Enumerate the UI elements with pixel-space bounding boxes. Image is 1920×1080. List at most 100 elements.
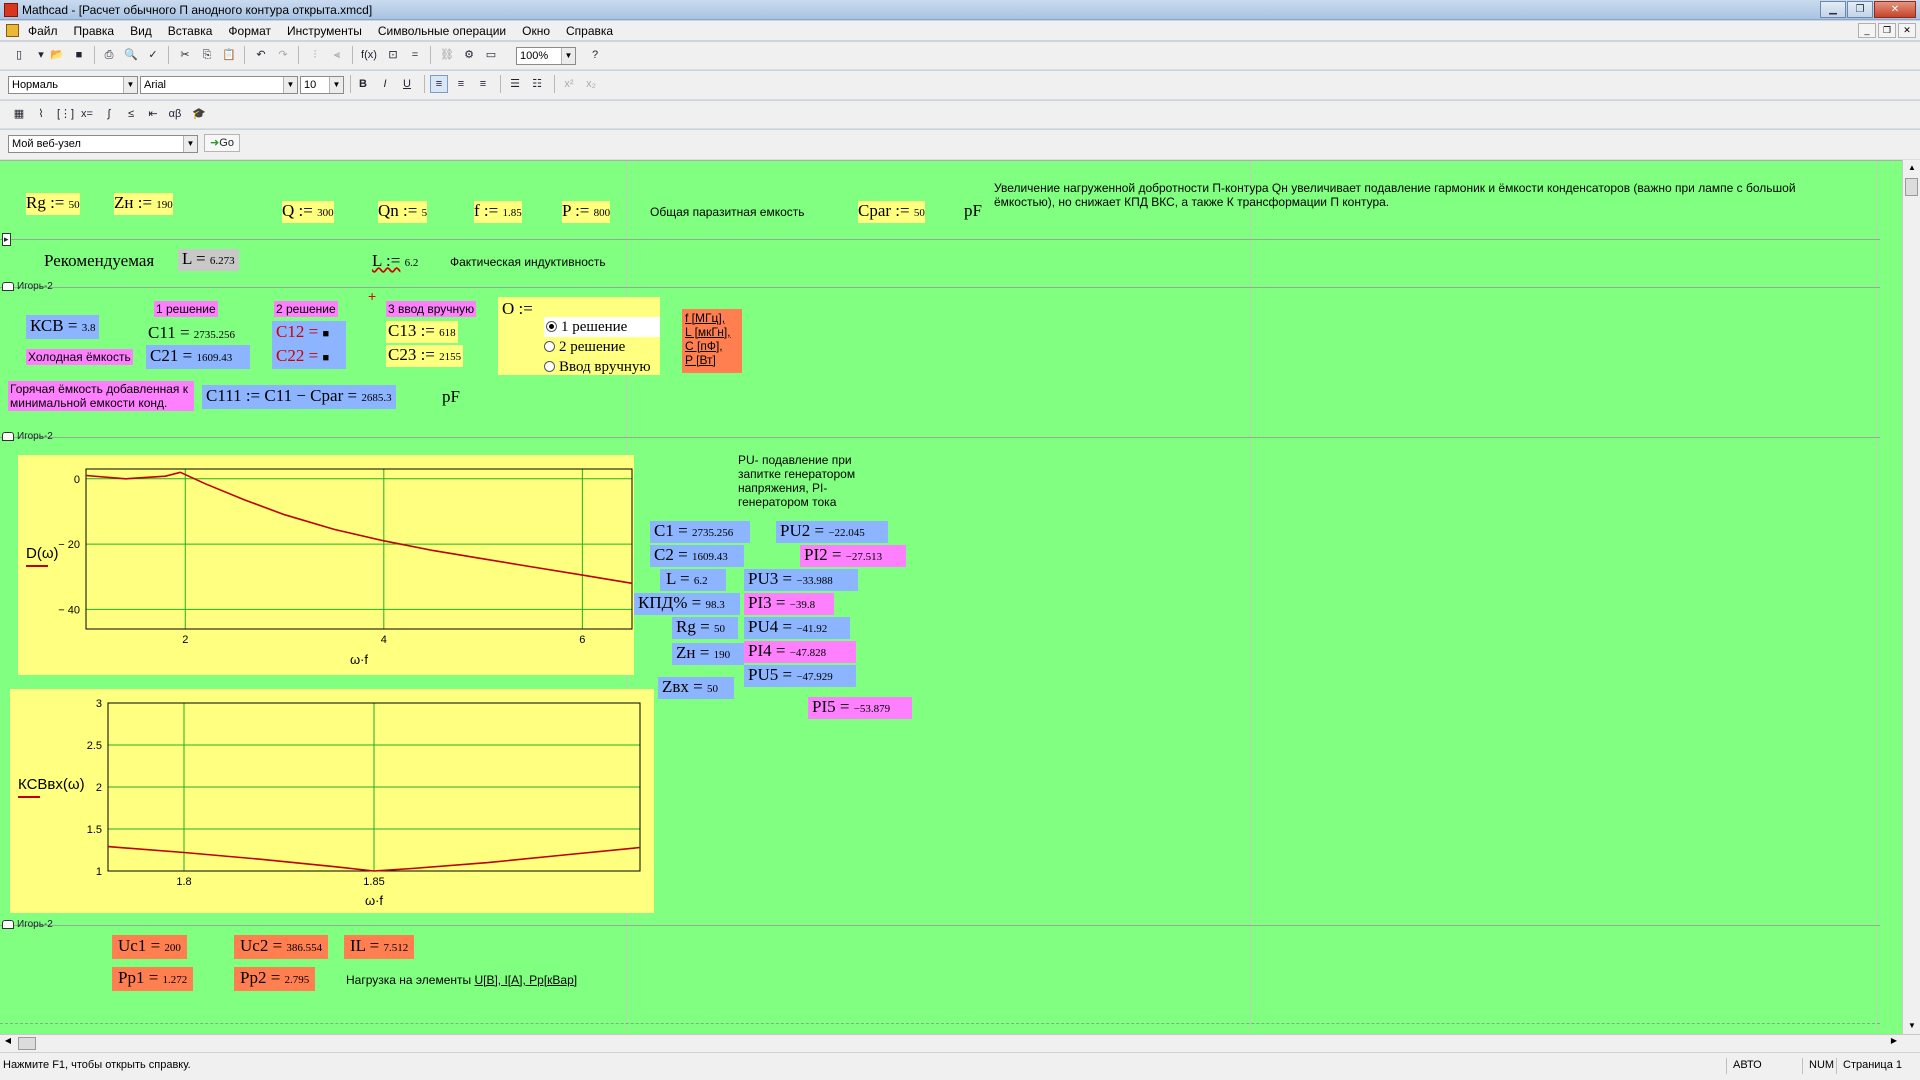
symbolic-toolbar-icon[interactable]: 🎓: [192, 108, 206, 120]
c23-definition[interactable]: C23 := 2155: [386, 345, 464, 367]
boolean-toolbar-icon[interactable]: ≤: [127, 108, 135, 120]
c21-evaluation[interactable]: C21 = 1609.43: [146, 345, 250, 369]
region-collapse-marker[interactable]: ▸: [2, 233, 11, 246]
c22-evaluation[interactable]: C22 = ■: [272, 345, 346, 369]
l-evaluation[interactable]: L = 6.2: [660, 569, 726, 591]
pu4-evaluation[interactable]: PU4 = −41.92: [744, 617, 850, 639]
region-header[interactable]: Игорь-2: [2, 281, 53, 292]
maximize-button[interactable]: ❐: [1847, 1, 1873, 18]
pi5-evaluation[interactable]: PI5 = −53.879: [808, 697, 912, 719]
menu-edit[interactable]: Правка: [73, 24, 115, 38]
programming-toolbar-icon[interactable]: ⇤: [148, 108, 158, 120]
region-header-3[interactable]: Игорь-2: [2, 919, 53, 930]
superscript-icon[interactable]: x²: [564, 78, 574, 90]
paste-icon[interactable]: 📋: [222, 49, 236, 61]
font-select[interactable]: Arial▼: [140, 76, 298, 94]
resource-center-icon[interactable]: ▭: [485, 49, 497, 61]
align-center-icon[interactable]: ≡: [457, 78, 465, 90]
menu-help[interactable]: Справка: [566, 24, 614, 38]
calculator-toolbar-icon[interactable]: ▦: [13, 108, 25, 120]
pu2-evaluation[interactable]: PU2 = −22.045: [776, 521, 888, 543]
scroll-left-icon[interactable]: ◀: [4, 1036, 12, 1045]
go-button[interactable]: ➜Go: [204, 134, 240, 152]
zoom-select[interactable]: 100%▼: [516, 47, 576, 65]
print-preview-icon[interactable]: 🔍: [124, 49, 138, 61]
insert-component-icon[interactable]: ⚙: [464, 49, 474, 61]
scroll-thumb[interactable]: [1905, 178, 1918, 196]
align-right-icon[interactable]: ≡: [479, 78, 487, 90]
zin-evaluation[interactable]: Zвх = 50: [658, 677, 734, 699]
il-evaluation[interactable]: IL = 7.512: [344, 935, 415, 959]
pi4-evaluation[interactable]: PI4 = −47.828: [744, 641, 856, 663]
close-button[interactable]: ✕: [1874, 1, 1916, 18]
q-definition[interactable]: Q := 300: [282, 201, 334, 223]
menu-tools[interactable]: Инструменты: [287, 24, 362, 38]
insert-unit-icon[interactable]: ⊡: [388, 49, 398, 61]
c1-evaluation[interactable]: C1 = 2735.256: [650, 521, 750, 543]
bullets-icon[interactable]: ☰: [510, 78, 520, 90]
evaluation-toolbar-icon[interactable]: x=: [81, 108, 93, 120]
scroll-right-icon[interactable]: ▶: [1890, 1036, 1898, 1045]
radio-manual-input[interactable]: Ввод вручную: [544, 357, 651, 377]
italic-button[interactable]: I: [383, 78, 387, 90]
c13-definition[interactable]: C13 := 618: [386, 321, 458, 343]
font-size-select[interactable]: 10▼: [300, 76, 344, 94]
zn-evaluation[interactable]: Zн = 190: [672, 643, 744, 665]
doc-minimize-button[interactable]: _: [1858, 23, 1876, 38]
undo-icon[interactable]: ↶: [256, 49, 266, 61]
menu-file[interactable]: Файл: [28, 24, 58, 38]
new-icon[interactable]: ▯: [15, 49, 23, 61]
pu3-evaluation[interactable]: PU3 = −33.988: [744, 569, 858, 591]
pi2-evaluation[interactable]: PI2 = −27.513: [800, 545, 906, 567]
scroll-thumb[interactable]: [18, 1037, 36, 1050]
pu5-evaluation[interactable]: PU5 = −47.929: [744, 665, 856, 687]
c2-evaluation[interactable]: C2 = 1609.43: [650, 545, 744, 567]
menu-window[interactable]: Окно: [522, 24, 551, 38]
l-recommended-evaluation[interactable]: L = 6.273: [178, 249, 239, 271]
doc-restore-button[interactable]: ❐: [1878, 23, 1896, 38]
copy-icon[interactable]: ⎘: [202, 49, 212, 61]
region-header-2[interactable]: Игорь-2: [2, 431, 53, 442]
horizontal-scrollbar[interactable]: ◀ ▶: [0, 1034, 1920, 1052]
redo-icon[interactable]: ↷: [278, 49, 288, 61]
underline-button[interactable]: U: [403, 78, 411, 90]
cpar-definition[interactable]: Cpar := 50: [858, 201, 925, 223]
align-down-icon[interactable]: ⫷: [333, 49, 341, 61]
document-icon[interactable]: [6, 24, 19, 37]
zn-definition[interactable]: Zн := 190: [114, 193, 173, 215]
doc-close-button[interactable]: ✕: [1898, 23, 1916, 38]
menu-symbolics[interactable]: Символьные операции: [377, 24, 507, 38]
efficiency-evaluation[interactable]: КПД% = 98.3: [634, 593, 740, 615]
c11-evaluation[interactable]: C11 = 2735.256: [148, 323, 236, 342]
rg-definition[interactable]: Rg := 50: [26, 193, 80, 215]
insert-hyperlink-icon[interactable]: ⛓: [440, 49, 454, 61]
help-icon[interactable]: ?: [591, 49, 599, 61]
pp1-evaluation[interactable]: Pp1 = 1.272: [112, 967, 194, 991]
minimize-button[interactable]: ▁: [1820, 1, 1846, 18]
open-icon[interactable]: 📂: [50, 49, 64, 61]
numbering-icon[interactable]: ☷: [532, 78, 542, 90]
save-icon[interactable]: ■: [75, 49, 83, 61]
c111-definition[interactable]: C111 := C11 − Cpar = 2685.3: [202, 385, 396, 409]
web-address-select[interactable]: Мой веб-узел▼: [8, 135, 198, 153]
bold-button[interactable]: B: [359, 78, 367, 90]
uc2-evaluation[interactable]: Uc2 = 386.554: [234, 935, 329, 959]
new-dropdown-icon[interactable]: ▾: [38, 49, 44, 61]
menu-insert[interactable]: Вставка: [167, 24, 213, 38]
calculus-toolbar-icon[interactable]: ∫: [107, 108, 111, 120]
print-icon[interactable]: ⎙: [104, 49, 114, 61]
rg-evaluation[interactable]: Rg = 50: [672, 617, 738, 639]
uc1-evaluation[interactable]: Uc1 = 200: [112, 935, 187, 959]
insert-function-icon[interactable]: f(x): [361, 49, 377, 61]
ksv-evaluation[interactable]: КСВ = 3.8: [26, 315, 100, 339]
pp2-evaluation[interactable]: Pp2 = 2.795: [234, 967, 316, 991]
cut-icon[interactable]: ✂: [180, 49, 190, 61]
matrix-toolbar-icon[interactable]: [⋮]: [57, 108, 75, 120]
f-definition[interactable]: f := 1.85: [474, 201, 522, 223]
worksheet[interactable]: ▸ Rg := 50 Zн := 190 Q := 300 Qn := 5 f …: [0, 160, 1902, 1034]
radio-solution-1[interactable]: 1 решение: [544, 317, 660, 337]
scroll-up-icon[interactable]: ▲: [1908, 163, 1916, 172]
l-actual-definition[interactable]: L := 6.2: [372, 251, 419, 270]
radio-solution-2[interactable]: 2 решение: [544, 337, 625, 357]
